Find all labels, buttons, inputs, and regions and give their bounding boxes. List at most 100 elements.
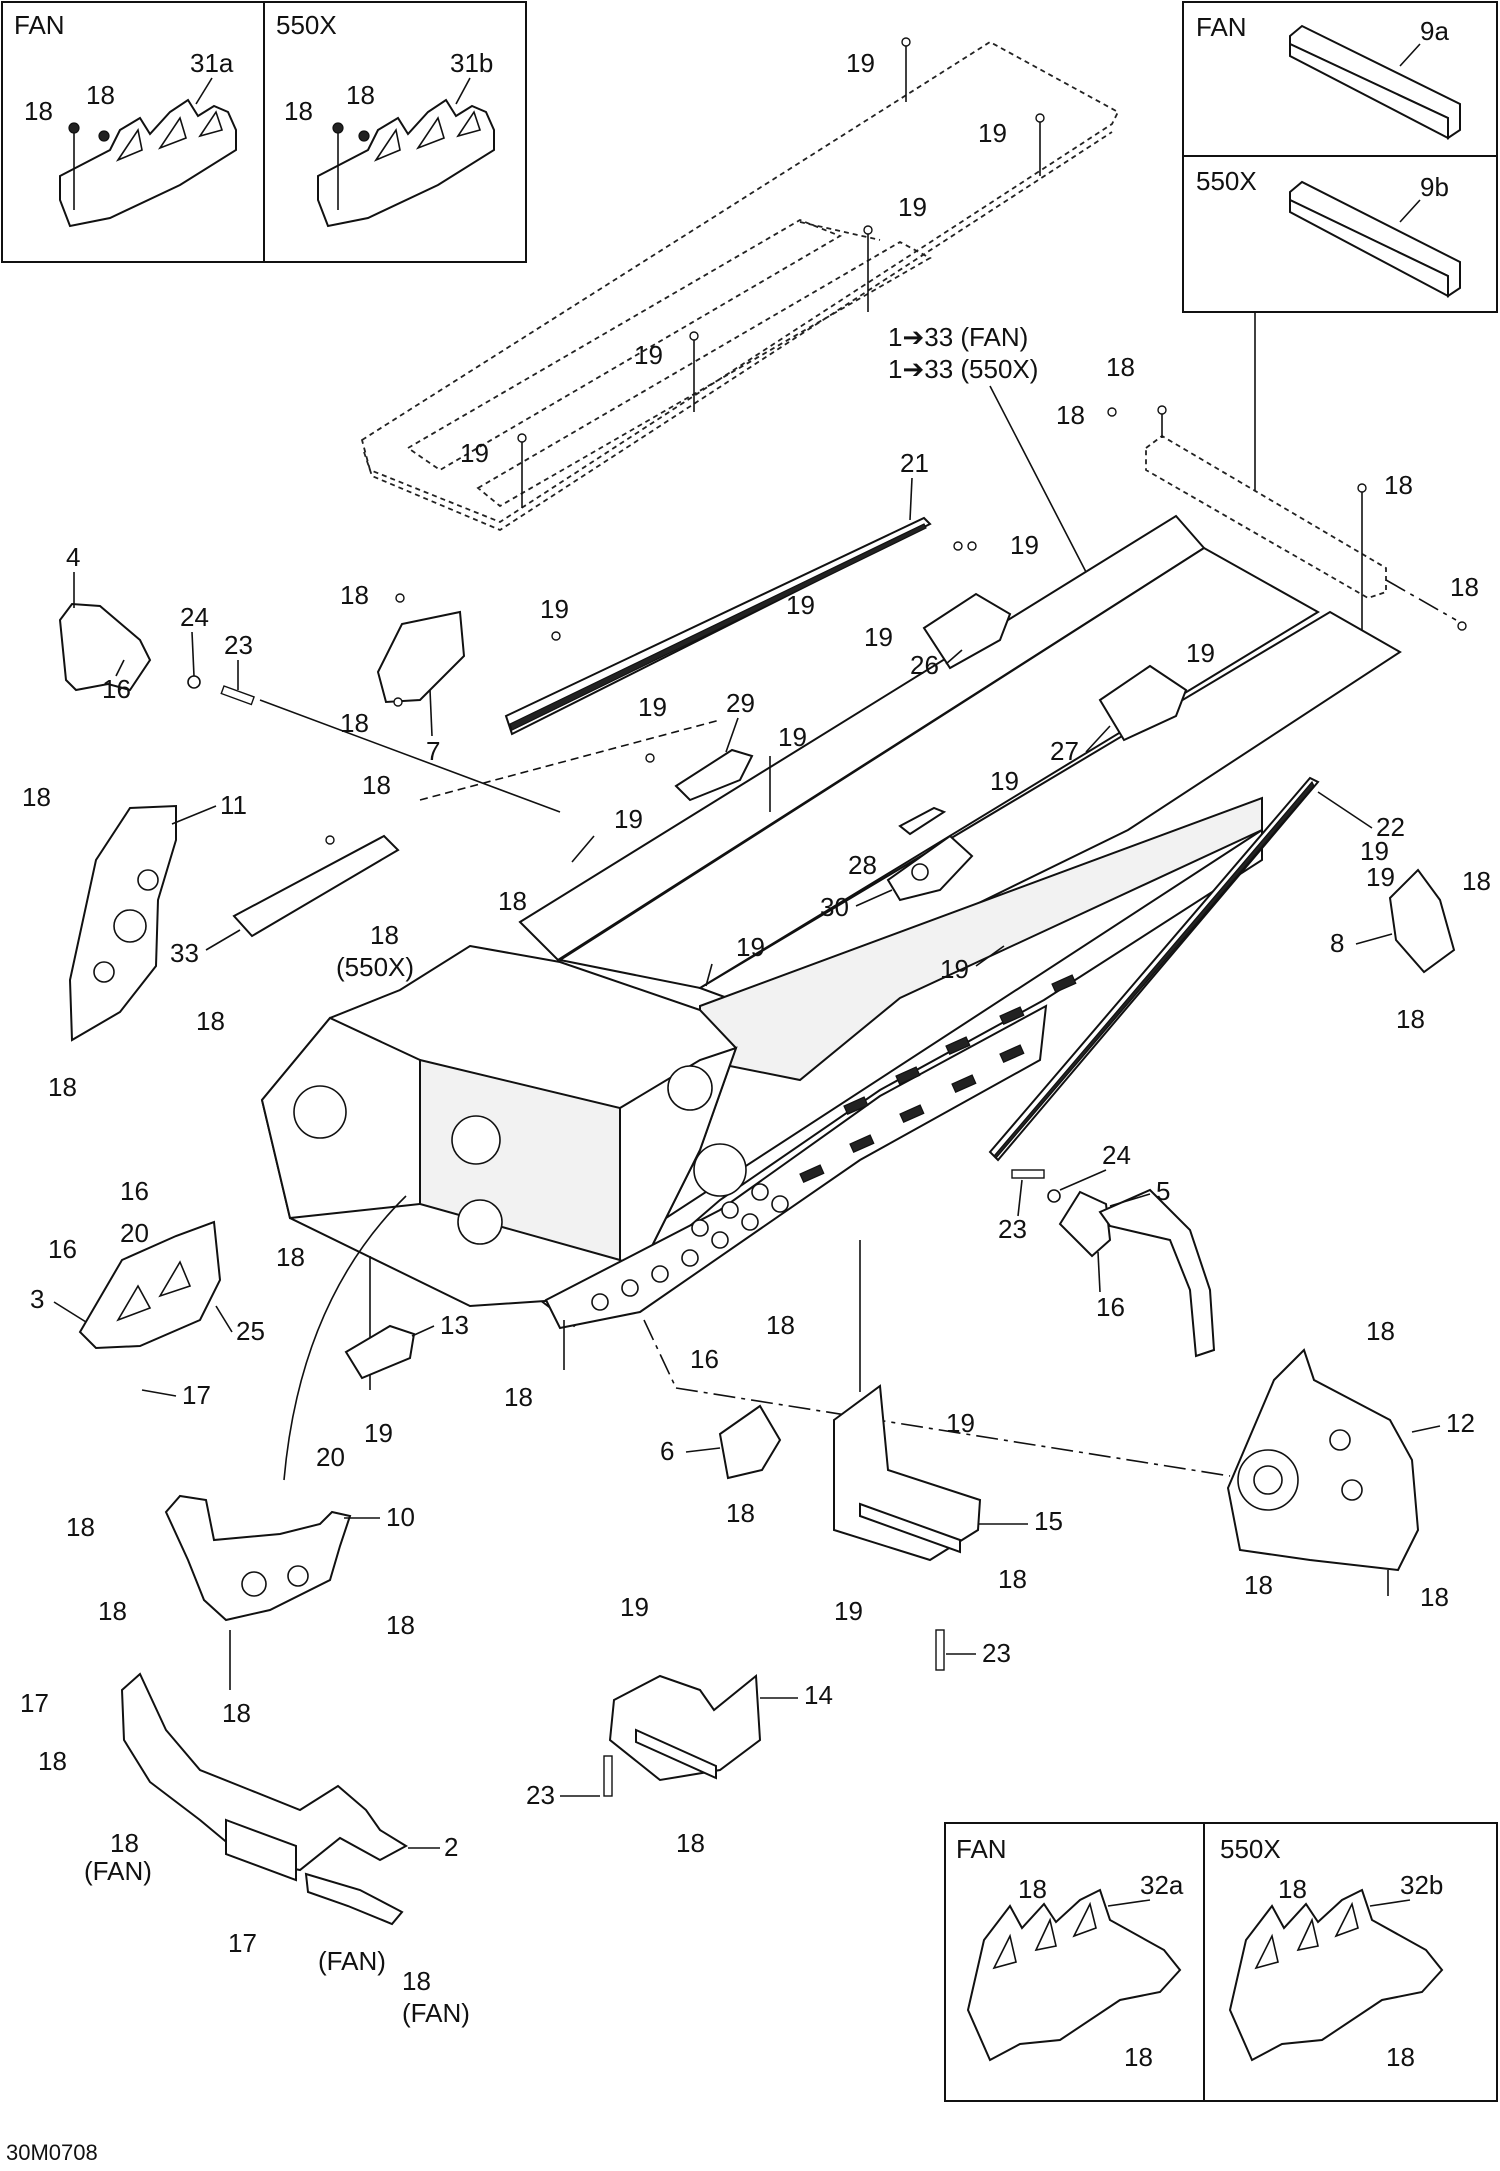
label-31a: 31a (190, 48, 234, 78)
callout-19-k: 19 (864, 622, 893, 652)
callout-19-u: 19 (620, 1592, 649, 1622)
footrest-32b (1228, 1888, 1444, 2062)
callout-29: 29 (726, 688, 755, 718)
bracket-29 (674, 748, 754, 802)
assembly-ref-fan: 1➔33 (FAN) (888, 322, 1028, 352)
callout-18-c: 18 (1384, 470, 1413, 500)
inset-9-550x-title: 550X (1196, 166, 1257, 196)
callout-18-f: 18 (340, 708, 369, 738)
callout-18-y: 18 (386, 1610, 415, 1640)
callout-19-f: 19 (540, 594, 569, 624)
label-9b: 9b (1420, 172, 1449, 202)
callout-18-ab: 18 (38, 1746, 67, 1776)
callout-21: 21 (900, 448, 929, 478)
inset-9-fan-title: FAN (1196, 12, 1247, 42)
callout-23-a: 23 (224, 630, 253, 660)
callout-8: 8 (1330, 928, 1344, 958)
bracket-26 (922, 592, 1012, 670)
side-panel-12 (1226, 1348, 1420, 1572)
callout-18-ac: 18 (110, 1828, 139, 1858)
label-18-32a-bottom: 18 (1124, 2042, 1153, 2072)
callout-23-c: 23 (982, 1638, 1011, 1668)
callout-16-d: 16 (48, 1234, 77, 1264)
bracket-28 (898, 806, 947, 836)
callout-19-m: 19 (990, 766, 1019, 796)
inset-brace-top-right: FAN 550X 9a 9b (1182, 1, 1498, 513)
label-18-32b-bottom: 18 (1386, 2042, 1415, 2072)
label-9a: 9a (1420, 16, 1449, 46)
callout-19-h: 19 (778, 722, 807, 752)
callout-16-c: 16 (120, 1176, 149, 1206)
callout-10: 10 (386, 1502, 415, 1532)
floorboard-holes (591, 1183, 789, 1311)
label-18-32a-top: 18 (1018, 1874, 1047, 1904)
callout-18-fan-1: (FAN) (84, 1856, 152, 1886)
callout-2: 2 (444, 1832, 458, 1862)
callout-18-t: 18 (1366, 1316, 1395, 1346)
bracket-8 (1388, 868, 1456, 974)
callout-19-n: 19 (614, 804, 643, 834)
bracket-3 (78, 1220, 222, 1350)
footrest-31b (317, 98, 495, 228)
callout-4: 4 (66, 542, 80, 572)
plate-13 (344, 1324, 416, 1380)
callout-19-l: 19 (1186, 638, 1215, 668)
callout-18-k: 18 (498, 886, 527, 916)
callout-19-g: 19 (638, 692, 667, 722)
callout-6: 6 (660, 1436, 674, 1466)
callout-13: 13 (440, 1310, 469, 1340)
callout-19-v: 19 (1360, 836, 1389, 866)
callout-24-b: 24 (1102, 1140, 1131, 1170)
callout-18-l: 18 (196, 1006, 225, 1036)
callout-18-550x: (550X) (336, 952, 414, 982)
callout-19-r: 19 (364, 1418, 393, 1448)
callout-14: 14 (804, 1680, 833, 1710)
tunnel-top-panel (360, 37, 1120, 532)
inset-fan-title: FAN (14, 10, 65, 40)
label-18-31b-left: 18 (284, 96, 313, 126)
callout-18-x: 18 (98, 1596, 127, 1626)
handle-4 (58, 602, 255, 706)
label-31b: 31b (450, 48, 493, 78)
callout-11: 11 (220, 790, 247, 820)
callout-18-fan-2: (FAN) (318, 1946, 386, 1976)
inset-32-550x-title: 550X (1220, 1834, 1281, 1864)
callout-17-a: 17 (182, 1380, 211, 1410)
bracket-30 (886, 834, 974, 902)
footrest-32a (966, 1888, 1182, 2062)
callout-18-y2: 18 (402, 1966, 431, 1996)
bracket-7 (376, 610, 466, 704)
callout-18-p: 18 (766, 1310, 795, 1340)
plate-6 (718, 1404, 782, 1480)
callout-23-b: 23 (998, 1214, 1027, 1244)
callout-19-s: 19 (946, 1408, 975, 1438)
callout-15: 15 (1034, 1506, 1063, 1536)
chassis-tunnel (260, 514, 1402, 1330)
callout-17-b: 17 (20, 1688, 49, 1718)
callout-18-aa: 18 (676, 1828, 705, 1858)
callout-3: 3 (30, 1284, 44, 1314)
callout-18-s: 18 (998, 1564, 1027, 1594)
callout-23-d: 23 (526, 1780, 555, 1810)
callout-18-w: 18 (66, 1512, 95, 1542)
callout-19-c: 19 (898, 192, 927, 222)
bracket-27 (1098, 664, 1188, 742)
callout-19-j: 19 (786, 590, 815, 620)
callout-26: 26 (910, 650, 939, 680)
callout-fan-tag: (FAN) (402, 1998, 470, 2028)
callout-19-q: 19 (940, 954, 969, 984)
callout-18-i: 18 (362, 770, 391, 800)
callout-20-b: 20 (316, 1442, 345, 1472)
callout-19-e: 19 (460, 438, 489, 468)
callout-30: 30 (820, 892, 849, 922)
callout-18-z: 18 (222, 1698, 251, 1728)
callout-19-d: 19 (634, 340, 663, 370)
label-32a: 32a (1140, 1870, 1184, 1900)
callout-18-v: 18 (1420, 1582, 1449, 1612)
callout-18-b: 18 (1056, 400, 1085, 430)
callout-33: 33 (170, 938, 199, 968)
figure-code: 30M0708 (6, 2140, 98, 2165)
callout-19-p: 19 (1366, 862, 1395, 892)
bracket-15 (833, 1384, 982, 1562)
